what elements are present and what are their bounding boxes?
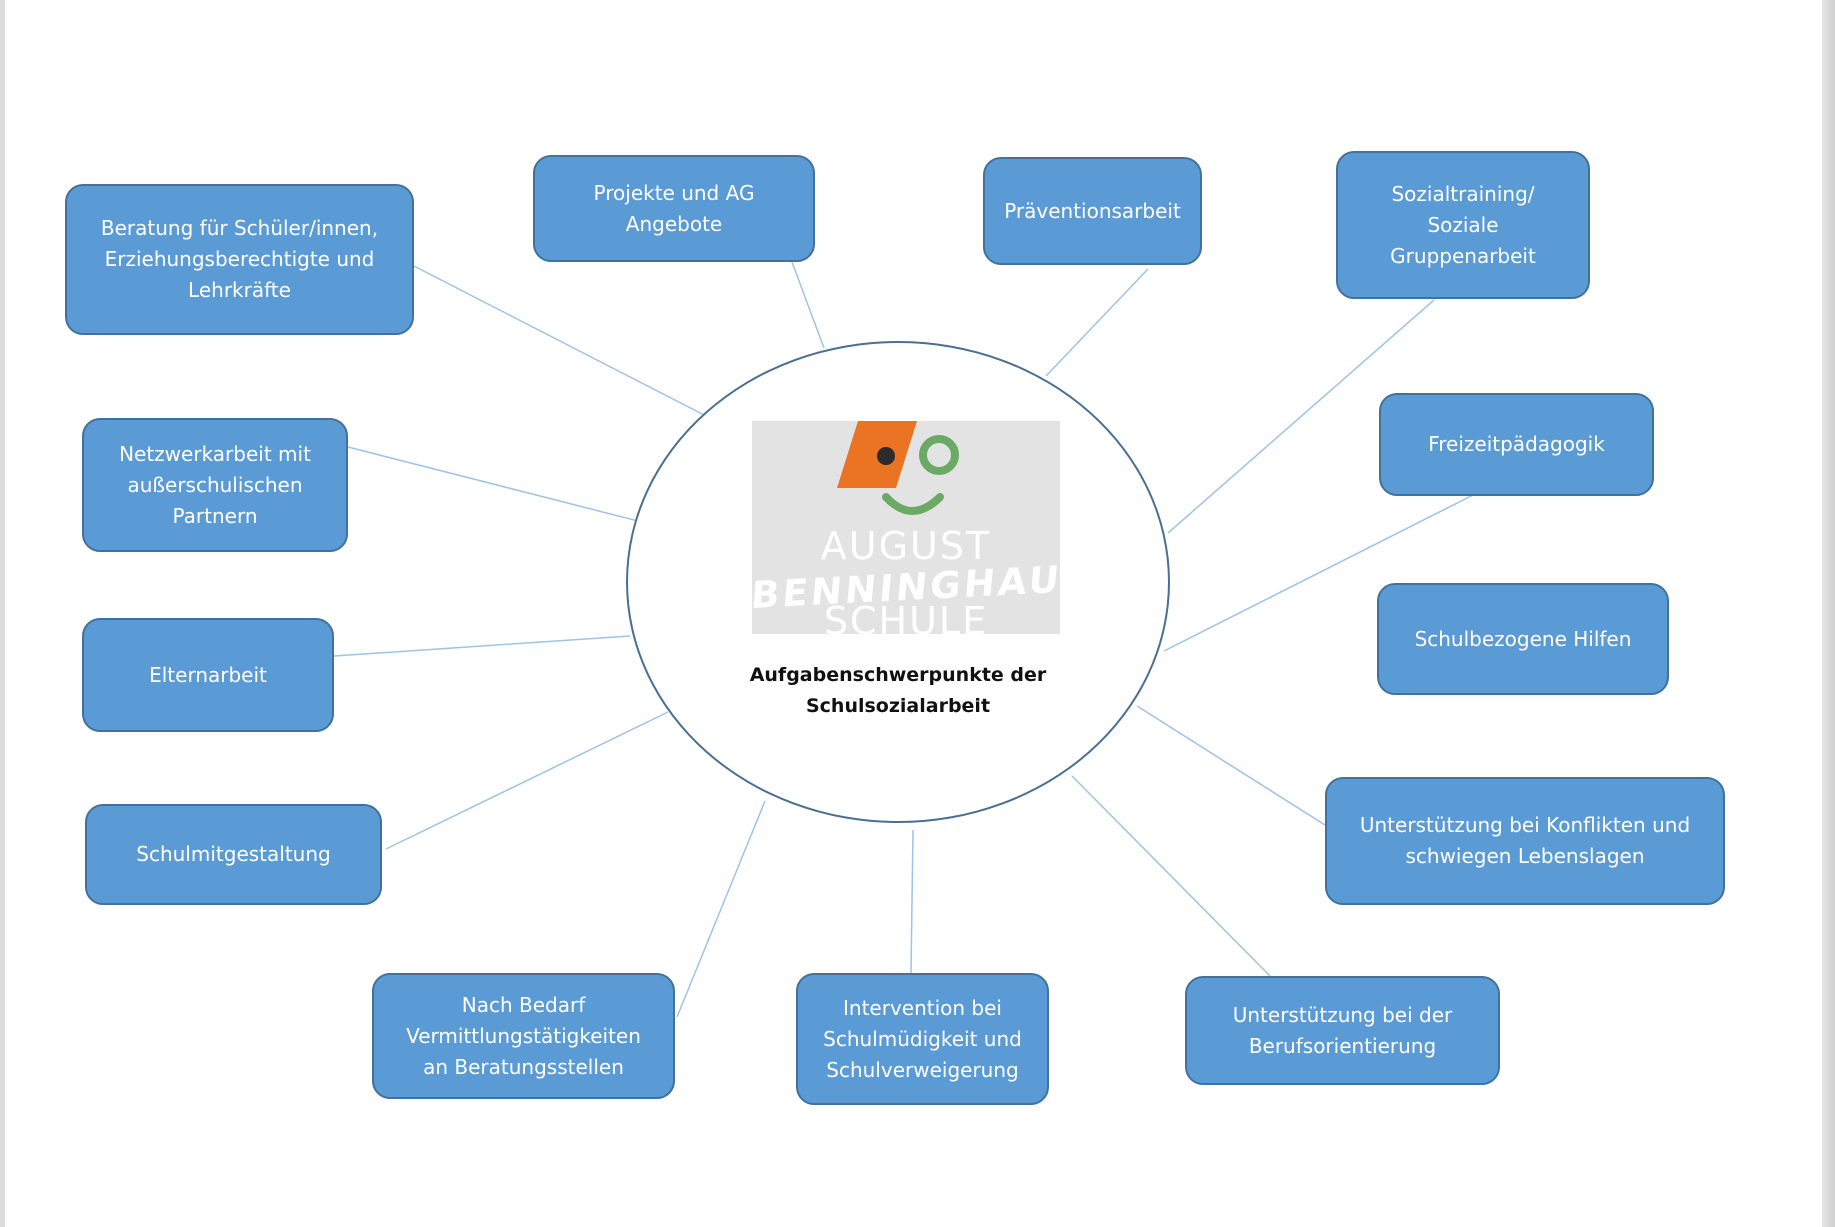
logo-text-schule: SCHULE — [823, 599, 989, 634]
node-vermittlung: Nach Bedarf Vermittlungstätigkeiten an B… — [372, 973, 675, 1099]
connector-freizeit — [1163, 494, 1474, 652]
node-beratung: Beratung für Schüler/innen, Erziehungsbe… — [65, 184, 414, 335]
node-berufsorientierung: Unterstützung bei der Berufsorientierung — [1185, 976, 1500, 1085]
node-mitgestaltung: Schulmitgestaltung — [85, 804, 382, 905]
logo-green-smile — [882, 493, 944, 515]
connector-eltern — [333, 635, 631, 657]
node-sozialtraining: Sozialtraining/ Soziale Gruppenarbeit — [1336, 151, 1590, 299]
connector-konflikte — [1136, 705, 1326, 826]
connector-projekte — [791, 261, 825, 349]
connector-netzwerk — [347, 446, 639, 522]
connector-vermittlung — [676, 800, 766, 1018]
connector-berufsorientierung — [1071, 775, 1271, 977]
node-projekte: Projekte und AG Angebote — [533, 155, 815, 262]
logo-green-eye — [919, 435, 959, 475]
connector-sozialtraining — [1167, 299, 1435, 534]
center-title-line-2: Schulsozialarbeit — [805, 695, 991, 717]
page-edge-right — [1822, 0, 1835, 1227]
center-title-line-1: Aufgabenschwerpunkte der — [749, 664, 1047, 686]
node-freizeit: Freizeitpädagogik — [1379, 393, 1654, 496]
node-konflikte: Unterstützung bei Konflikten und schwieg… — [1325, 777, 1725, 905]
connector-intervention — [910, 829, 914, 974]
page-edge-left — [0, 0, 5, 1227]
logo-graphic — [837, 421, 959, 515]
node-schulbezogen: Schulbezogene Hilfen — [1377, 583, 1669, 695]
node-intervention: Intervention bei Schulmüdigkeit und Schu… — [796, 973, 1049, 1105]
logo-orange-shape — [837, 421, 917, 488]
node-netzwerk: Netzwerkarbeit mit außerschulischen Part… — [82, 418, 348, 552]
node-eltern: Elternarbeit — [82, 618, 334, 732]
connector-praevention — [1045, 268, 1149, 377]
logo-dark-eye — [877, 447, 895, 465]
logo-text-august: AUGUST — [820, 524, 992, 568]
connector-mitgestaltung — [385, 711, 669, 850]
school-logo: AUGUST BENNINGHAUS SCHULE — [752, 421, 1060, 634]
node-praevention: Präventionsarbeit — [983, 157, 1202, 265]
center-title: Aufgabenschwerpunkte der Schulsozialarbe… — [700, 660, 1096, 722]
connector-beratung — [413, 265, 707, 417]
